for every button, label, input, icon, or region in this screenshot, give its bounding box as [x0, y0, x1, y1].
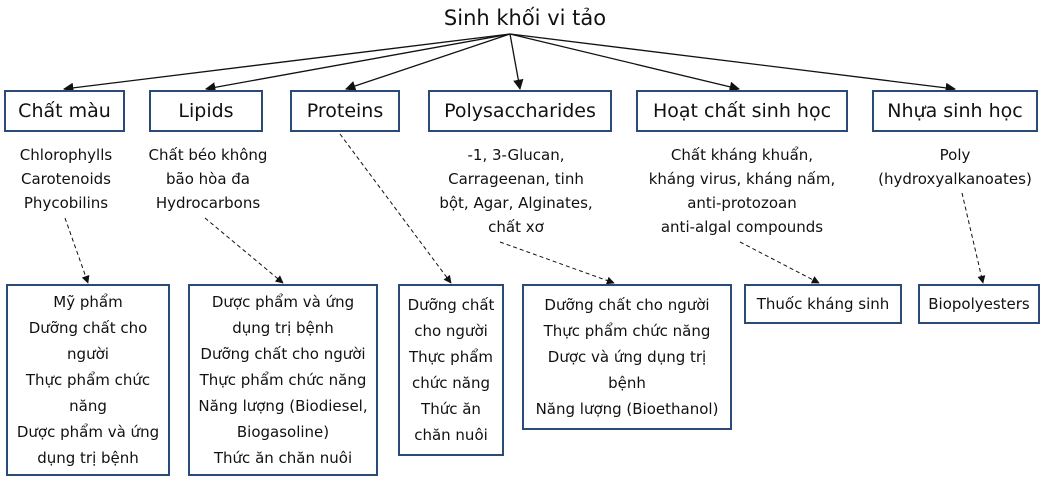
- components-nhua-sinh-hoc: Poly (hydroxyalkanoates): [866, 143, 1044, 191]
- application-line: dụng trị bệnh: [37, 449, 139, 467]
- arrow-root-to-hoat-chat: [509, 33, 741, 92]
- category-hoat-chat-sinh-hoc: Hoạt chất sinh học: [636, 90, 848, 132]
- application-line: người: [67, 345, 109, 363]
- component-line: Chlorophylls: [19, 146, 113, 164]
- component-line: anti-algal compounds: [660, 218, 824, 236]
- application-line: Dược phẩm và ứng: [211, 293, 355, 311]
- application-line: Thực phẩm chức: [25, 371, 151, 389]
- components-chat-mau: Chlorophylls Carotenoids Phycobilins: [0, 143, 132, 215]
- component-line: bột, Agar, Alginates,: [439, 194, 593, 212]
- component-line: Poly: [939, 146, 971, 164]
- component-line: Chất kháng khuẩn,: [670, 146, 814, 164]
- application-line: Thực phẩm chức năng: [199, 371, 367, 389]
- category-chat-mau: Chất màu: [4, 90, 125, 132]
- arrow-chat-mau-to-apps: [64, 217, 90, 284]
- arrow-root-to-chat-mau: [62, 33, 511, 94]
- applications-polysaccharides: Dưỡng chất cho người Thực phẩm chức năng…: [522, 284, 732, 430]
- application-line: bệnh: [608, 374, 646, 392]
- arrow-lipids-to-apps: [204, 217, 284, 284]
- component-line: Carrageenan, tinh: [448, 170, 584, 188]
- arrow-root-to-polysaccharides: [509, 33, 524, 91]
- application-line: dụng trị bệnh: [232, 319, 334, 337]
- category-lipids: Lipids: [149, 90, 263, 132]
- application-line: chăn nuôi: [414, 426, 488, 444]
- category-nhua-sinh-hoc: Nhựa sinh học: [872, 90, 1038, 132]
- application-line: năng: [69, 397, 107, 415]
- application-line: Dưỡng chất cho người: [200, 345, 366, 363]
- applications-hoat-chat-sinh-hoc: Thuốc kháng sinh: [744, 284, 902, 324]
- component-line: (hydroxyalkanoates): [878, 170, 1032, 188]
- application-line: Biopolyesters: [928, 295, 1030, 313]
- component-line: Carotenoids: [21, 170, 111, 188]
- category-proteins: Proteins: [290, 90, 400, 132]
- applications-chat-mau: Mỹ phẩm Dưỡng chất cho người Thực phẩm c…: [6, 284, 170, 476]
- applications-proteins: Dưỡng chất cho người Thực phẩm chức năng…: [398, 284, 504, 456]
- arrow-root-to-nhua: [509, 33, 957, 94]
- application-line: Thực phẩm chức năng: [543, 322, 711, 340]
- components-lipids: Chất béo không bão hòa đa Hydrocarbons: [128, 143, 288, 215]
- applications-nhua-sinh-hoc: Biopolyesters: [918, 284, 1040, 324]
- arrow-root-to-lipids: [204, 33, 511, 93]
- components-hoat-chat-sinh-hoc: Chất kháng khuẩn, kháng virus, kháng nấm…: [628, 143, 856, 239]
- component-line: anti-protozoan: [687, 194, 797, 212]
- application-line: chức năng: [411, 374, 490, 392]
- component-line: Chất béo không: [148, 146, 268, 164]
- component-line: bão hòa đa: [165, 170, 251, 188]
- application-line: Năng lượng (Bioethanol): [535, 400, 719, 418]
- category-polysaccharides: Polysaccharides: [428, 90, 612, 132]
- arrow-hoat-chat-to-apps: [739, 241, 820, 284]
- application-line: Dưỡng chất cho người: [544, 296, 710, 314]
- application-line: Thực phẩm: [408, 348, 494, 366]
- component-line: Hydrocarbons: [155, 194, 261, 212]
- arrow-root-to-proteins: [345, 33, 511, 91]
- application-line: Dưỡng chất cho: [28, 319, 148, 337]
- applications-lipids: Dược phẩm và ứng dụng trị bệnh Dưỡng chấ…: [188, 284, 378, 476]
- component-line: kháng virus, kháng nấm,: [648, 170, 836, 188]
- component-line: chất xơ: [488, 218, 544, 236]
- application-line: Biogasoline): [236, 423, 330, 441]
- application-line: Dược và ứng dụng trị: [547, 348, 707, 366]
- root-node-title: Sinh khối vi tảo: [443, 6, 607, 30]
- application-line: Dưỡng chất: [407, 296, 495, 314]
- arrow-proteins-to-apps: [339, 133, 452, 284]
- application-line: Dược phẩm và ứng: [16, 423, 160, 441]
- application-line: cho người: [414, 322, 488, 340]
- arrow-nhua-to-apps: [961, 192, 986, 284]
- application-line: Mỹ phẩm: [53, 293, 123, 311]
- component-line: -1, 3-Glucan,: [467, 146, 565, 164]
- component-line: Phycobilins: [23, 194, 109, 212]
- arrow-polysaccharides-to-apps: [499, 241, 615, 285]
- application-line: Năng lượng (Biodiesel,: [198, 397, 368, 415]
- application-line: Thức ăn: [421, 400, 481, 418]
- components-polysaccharides: -1, 3-Glucan, Carrageenan, tinh bột, Aga…: [418, 143, 614, 239]
- application-line: Thức ăn chăn nuôi: [213, 449, 353, 467]
- application-line: Thuốc kháng sinh: [756, 295, 890, 313]
